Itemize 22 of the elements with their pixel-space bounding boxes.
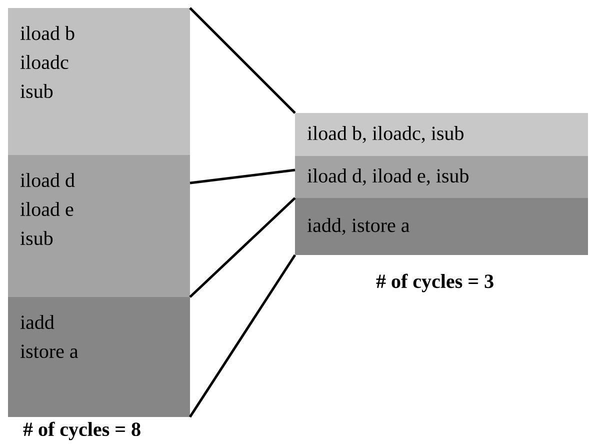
code-block [8, 297, 190, 417]
instruction-text: isub [20, 231, 53, 246]
instruction-text: iload b, iloadc, isub [307, 126, 464, 143]
connector-line [189, 197, 296, 298]
instruction-text: istore a [20, 344, 78, 358]
code-block [8, 8, 190, 155]
instruction-text: isub [20, 84, 53, 98]
instruction-text: iload d [20, 173, 75, 188]
code-block [295, 198, 588, 255]
instruction-text: iload d, iload e, isub [307, 168, 468, 186]
instruction-text: iload e [20, 202, 74, 216]
instruction-text: iloadc [20, 55, 68, 70]
connector-line [188, 254, 296, 418]
connector-line [190, 168, 296, 184]
instruction-text: iadd [20, 315, 54, 330]
connector-line [189, 7, 296, 114]
cycle-count: # of cycles = 3 [376, 274, 494, 292]
code-block [8, 155, 190, 297]
code-block [295, 156, 588, 198]
instruction-text: iload b [20, 26, 74, 40]
code-block [295, 113, 588, 156]
instruction-text: iadd, istore a [307, 218, 410, 235]
